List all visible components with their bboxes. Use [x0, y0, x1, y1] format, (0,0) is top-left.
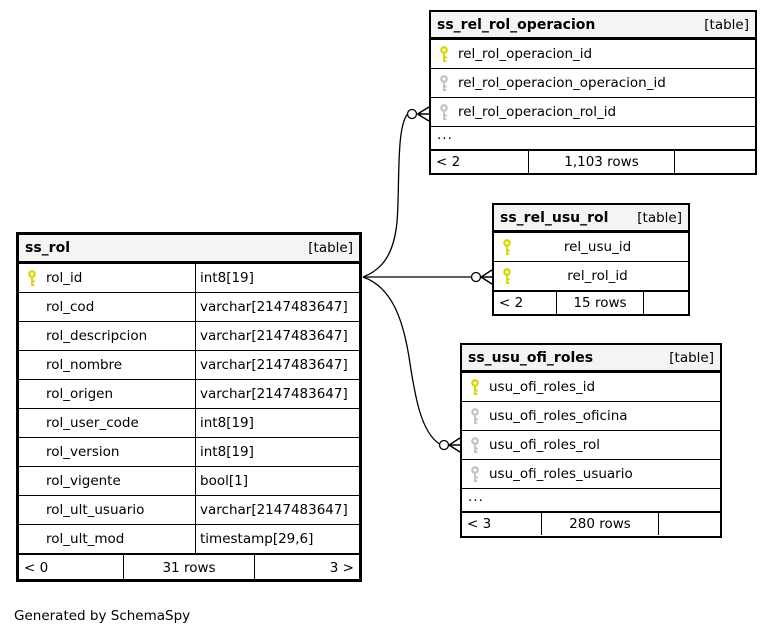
related-count[interactable]: < 3 [467, 516, 492, 532]
column-name: usu_ofi_roles_usuario [489, 466, 633, 482]
column-name: rel_rol_operacion_rol_id [458, 104, 617, 120]
primary-key-icon [27, 269, 37, 287]
column-row-rel-rol-id: rel_rol_id [494, 261, 688, 290]
table-badge: [table] [704, 16, 749, 33]
column-type: int8[19] [195, 438, 359, 466]
column-name: usu_ofi_roles_id [489, 379, 596, 395]
column-row-rol-cod: rol_cod varchar[2147483647] [19, 292, 359, 321]
table-ss-usu-ofi-roles[interactable]: ss_usu_ofi_roles [table] usu_ofi_roles_i… [460, 343, 722, 538]
column-name: rol_nombre [46, 357, 123, 373]
related-count[interactable]: < 2 [436, 154, 461, 170]
column-row-rol-descripcion: rol_descripcion varchar[2147483647] [19, 321, 359, 350]
table-footer: < 3 280 rows [462, 511, 720, 535]
column-type: int8[19] [195, 264, 359, 292]
table-name[interactable]: ss_usu_ofi_roles [468, 349, 594, 366]
column-row-rol-ult-mod: rol_ult_mod timestamp[29,6] [19, 524, 359, 553]
column-name: rel_rol_id [567, 268, 628, 284]
column-row-rol-id: rol_id int8[19] [19, 263, 359, 292]
table-ss-rel-rol-operacion[interactable]: ss_rel_rol_operacion [table] rel_rol_ope… [429, 10, 757, 175]
column-row-rol-vigente: rol_vigente bool[1] [19, 466, 359, 495]
column-row-rel-rol-operacion-id: rel_rol_operacion_id [431, 39, 755, 68]
column-row-rel-rol-operacion-operacion-id: rel_rol_operacion_operacion_id [431, 68, 755, 97]
row-count: 31 rows [123, 555, 255, 581]
table-ss-rel-usu-rol[interactable]: ss_rel_usu_rol [table] rel_usu_id rel_ro… [492, 203, 690, 316]
column-name: rol_ult_mod [46, 531, 125, 547]
column-name: rol_vigente [46, 473, 121, 489]
column-name: rol_version [46, 444, 120, 460]
column-row-rol-ult-usuario: rol_ult_usuario varchar[2147483647] [19, 495, 359, 524]
column-row-usu-ofi-roles-id: usu_ofi_roles_id [462, 372, 720, 401]
hidden-columns-ellipsis: ... [462, 488, 720, 511]
column-name: rol_descripcion [46, 328, 148, 344]
primary-key-icon [502, 267, 512, 285]
table-ss-rol[interactable]: ss_rol [table] rol_id int8[19] rol_cod v… [16, 232, 362, 582]
column-name: usu_ofi_roles_rol [489, 437, 601, 453]
foreign-key-icon [439, 103, 449, 121]
column-row-rol-version: rol_version int8[19] [19, 437, 359, 466]
column-type: varchar[2147483647] [195, 351, 359, 379]
column-type: varchar[2147483647] [195, 322, 359, 350]
column-type: varchar[2147483647] [195, 496, 359, 524]
column-name: rel_rol_operacion_id [458, 46, 593, 62]
row-count: 1,103 rows [528, 151, 675, 173]
foreign-key-icon [470, 436, 480, 454]
primary-key-icon [502, 238, 512, 256]
column-row-usu-ofi-roles-oficina: usu_ofi_roles_oficina [462, 401, 720, 430]
foreign-key-icon [439, 74, 449, 92]
related-count[interactable]: < 2 [499, 295, 524, 311]
column-name: rol_origen [46, 386, 114, 402]
column-name: rol_cod [46, 299, 95, 315]
column-row-rol-user-code: rol_user_code int8[19] [19, 408, 359, 437]
hidden-columns-ellipsis: ... [431, 126, 755, 149]
foreign-key-icon [470, 407, 480, 425]
foreign-key-icon [470, 465, 480, 483]
table-header-ss-usu-ofi-roles[interactable]: ss_usu_ofi_roles [table] [462, 345, 720, 372]
column-name: rol_user_code [46, 415, 139, 431]
table-name[interactable]: ss_rol [25, 240, 70, 256]
relationship-ss-rol-to-ss-rel-rol-operacion [362, 106, 430, 278]
pager-prev[interactable]: < 0 [24, 560, 49, 576]
pager-next [644, 292, 688, 314]
row-count: 15 rows [556, 292, 644, 314]
column-row-rol-origen: rol_origen varchar[2147483647] [19, 379, 359, 408]
table-header-ss-rol[interactable]: ss_rol [table] [19, 235, 359, 263]
table-name[interactable]: ss_rel_rol_operacion [437, 16, 596, 33]
column-name: usu_ofi_roles_oficina [489, 408, 628, 424]
column-type: bool[1] [195, 467, 359, 495]
column-row-usu-ofi-roles-usuario: usu_ofi_roles_usuario [462, 459, 720, 488]
primary-key-icon [470, 378, 480, 396]
column-row-rel-rol-operacion-rol-id: rel_rol_operacion_rol_id [431, 97, 755, 126]
column-row-usu-ofi-roles-rol: usu_ofi_roles_rol [462, 430, 720, 459]
primary-key-icon [439, 45, 449, 63]
table-footer: < 2 15 rows [494, 290, 688, 314]
table-header-ss-rel-rol-operacion[interactable]: ss_rel_rol_operacion [table] [431, 12, 755, 39]
column-name: rel_rol_operacion_operacion_id [458, 75, 666, 91]
column-name: rel_usu_id [563, 239, 632, 255]
column-row-rol-nombre: rol_nombre varchar[2147483647] [19, 350, 359, 379]
column-name: rol_id [46, 270, 83, 286]
column-type: varchar[2147483647] [195, 380, 359, 408]
column-row-rel-usu-id: rel_usu_id [494, 232, 688, 261]
table-badge: [table] [308, 240, 353, 256]
pager-next[interactable]: 3 > [329, 560, 354, 576]
column-type: int8[19] [195, 409, 359, 437]
table-badge: [table] [669, 349, 714, 366]
generator-note: Generated by SchemaSpy [14, 608, 191, 624]
table-footer: < 2 1,103 rows [431, 149, 755, 173]
table-header-ss-rel-usu-rol[interactable]: ss_rel_usu_rol [table] [494, 205, 688, 232]
pager-next [659, 513, 720, 535]
pager-next [675, 151, 755, 173]
relationship-ss-rol-to-ss-usu-ofi-roles [362, 276, 461, 453]
table-badge: [table] [637, 209, 682, 226]
column-type: timestamp[29,6] [195, 525, 359, 553]
relationship-ss-rol-to-ss-rel-usu-rol [363, 269, 493, 285]
row-count: 280 rows [541, 513, 659, 535]
table-footer: < 0 31 rows 3 > [19, 553, 359, 581]
column-name: rol_ult_usuario [46, 502, 145, 518]
column-type: varchar[2147483647] [195, 293, 359, 321]
table-name[interactable]: ss_rel_usu_rol [500, 209, 609, 226]
